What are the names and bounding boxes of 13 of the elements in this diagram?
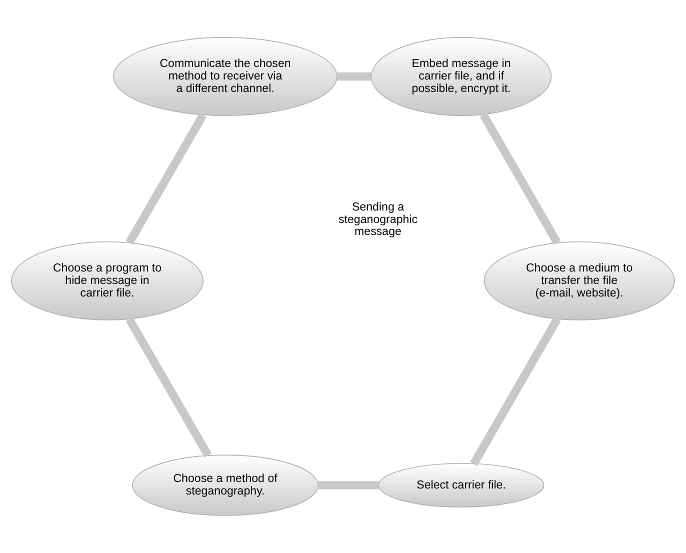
connector [126,317,212,458]
node-ellipse: Embed message in carrier file, and if possible, encrypt it. [370,37,552,116]
connector [126,113,207,245]
connector [480,112,561,245]
connector [470,317,561,466]
node-ellipse: Communicate the chosen method to receiver via a different channel. [113,37,338,116]
connector [337,72,372,81]
node-ellipse: Choose a method of steganography. [132,454,319,516]
node-ellipse: Select carrier file. [378,463,544,508]
node-ellipse: Choose a medium to transfer the file (e-mail, website). [484,241,675,320]
connector [318,481,379,490]
node-ellipse: Choose a program to hide message in carrier file. [11,241,204,320]
label: Sending a steganographic message [338,201,418,238]
